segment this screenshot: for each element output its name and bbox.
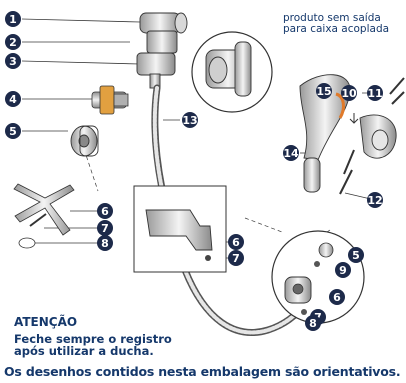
callout-badge: 14 [283,145,299,161]
svg-text:15: 15 [316,85,331,98]
caption-line-2: para caixa acoplada [283,23,390,35]
svg-text:14: 14 [283,147,299,160]
bracket-detail-box [133,185,227,273]
callout-badge: 11 [367,85,383,101]
svg-text:7: 7 [101,222,109,235]
attention-message: Feche sempre o registro após utilizar a … [14,333,244,357]
attention-line-1: Feche sempre o registro [14,332,172,346]
svg-text:9: 9 [339,264,347,277]
callout-badge: 5 [5,123,21,139]
footer-disclaimer: Os desenhos contidos nesta embalagem são… [4,364,401,379]
coupled-box-caption: produto sem saída para caixa acoplada [283,13,389,35]
svg-text:13: 13 [182,114,197,127]
callout-badge: 2 [5,34,21,50]
svg-text:3: 3 [9,55,17,68]
callout-badge: 4 [5,91,21,107]
svg-text:8: 8 [309,317,317,330]
svg-text:12: 12 [367,194,382,207]
callout-badge: 12 [367,192,383,208]
callout-badge: 8 [97,235,113,251]
attention-title: ATENÇÃO [14,315,78,329]
callout-badge: 9 [335,262,351,278]
svg-text:5: 5 [9,125,17,138]
svg-text:11: 11 [367,87,382,100]
attention-line-2: após utilizar a ducha. [14,344,154,358]
screw-and-cap [18,213,47,249]
callout-badge: 6 [228,234,244,250]
callout-badge: 13 [182,112,198,128]
svg-text:1: 1 [9,13,17,26]
svg-text:5: 5 [352,249,360,262]
svg-text:6: 6 [333,291,341,304]
svg-text:4: 4 [9,93,17,106]
callout-badge: 7 [228,250,244,266]
cross-handle [13,183,75,236]
svg-text:6: 6 [101,205,109,218]
callout-badge: 8 [305,315,321,331]
svg-text:6: 6 [232,236,240,249]
callout-badge: 7 [97,220,113,236]
svg-text:10: 10 [341,87,357,100]
wall-hook [339,77,405,195]
hand-shower [299,74,359,193]
svg-text:7: 7 [232,252,240,265]
caption-line-1: produto sem saída [283,12,381,24]
valve-body [136,12,188,89]
callout-badges: 1 2 3 4 5 6 7 8 5 6 7 8 9 10 11 12 13 14… [5,11,383,331]
cartridge [91,85,129,115]
svg-text:8: 8 [101,237,109,250]
callout-badge: 3 [5,53,21,69]
callout-badge: 5 [348,247,364,263]
callout-badge: 6 [329,289,345,305]
callout-badge: 6 [97,203,113,219]
coupled-box-detail [191,31,273,113]
escutcheon-ring [70,125,99,157]
svg-text:2: 2 [9,36,17,49]
callout-badge: 10 [341,85,357,101]
callout-badge: 1 [5,11,21,27]
callout-badge: 15 [316,83,332,99]
